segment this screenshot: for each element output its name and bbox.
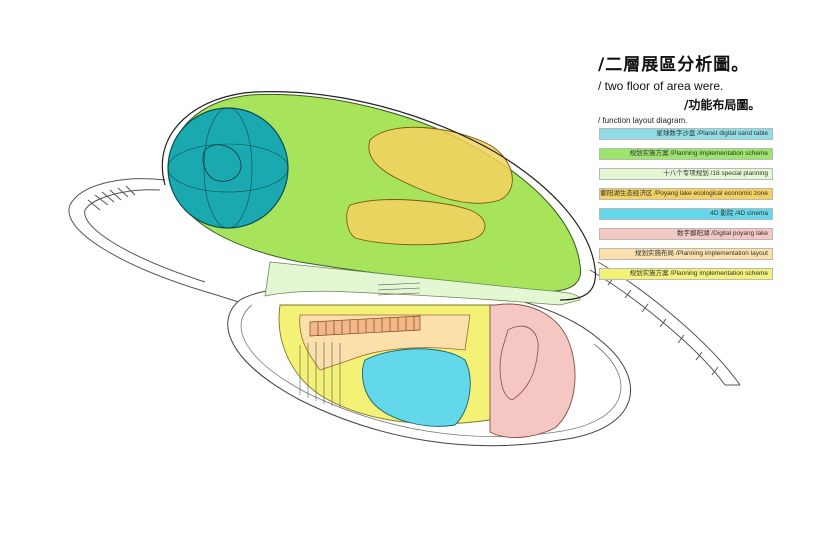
planet-sand-table (167, 107, 289, 229)
building-outline (161, 91, 597, 301)
legend-item: 规划实施方案 /Planning implementation scheme (599, 268, 773, 280)
seating-hatch (309, 315, 421, 337)
lower-oval-inner (240, 304, 622, 437)
planet-continent (202, 144, 242, 182)
ecological-zone-upper (368, 126, 513, 204)
legend: 星球数字沙盘 /Planet digital sand table 规划实施方案… (599, 128, 773, 288)
ecological-zone-middle (346, 199, 486, 246)
poyang-lake-outline (499, 325, 539, 401)
cinema-4d (362, 348, 471, 427)
legend-item: 鄱阳湖生态经济区 /Poyang lake ecological economi… (599, 188, 773, 200)
legend-item: 数字鄱阳湖 /Digital poyang lake (599, 228, 773, 240)
legend-item: 星球数字沙盘 /Planet digital sand table (599, 128, 773, 140)
legend-item: 规划实施布局 /Planning implementation layout (599, 248, 773, 260)
title-main: /二層展區分析圖。 (598, 55, 750, 75)
legend-item: 十八个专项规划 /18 special planning (599, 168, 773, 180)
title-block: /二層展區分析圖。 / two floor of area were. /功能布… (598, 50, 818, 125)
subtitle-english: / function layout diagram. (598, 116, 688, 125)
digital-poyang-lake (489, 303, 576, 439)
legend-item: 规划实施方案 /Planning implementation scheme (599, 148, 773, 160)
planet-meridian (203, 107, 253, 229)
title-english: / two floor of area were. (598, 79, 724, 93)
planet-globe-lines (167, 143, 289, 193)
legend-item: 4D 影院 /4D cinema (599, 208, 773, 220)
subtitle: /功能布局圖。 (684, 98, 761, 112)
stair-hatch (299, 282, 421, 408)
special-planning-zone (264, 261, 581, 306)
